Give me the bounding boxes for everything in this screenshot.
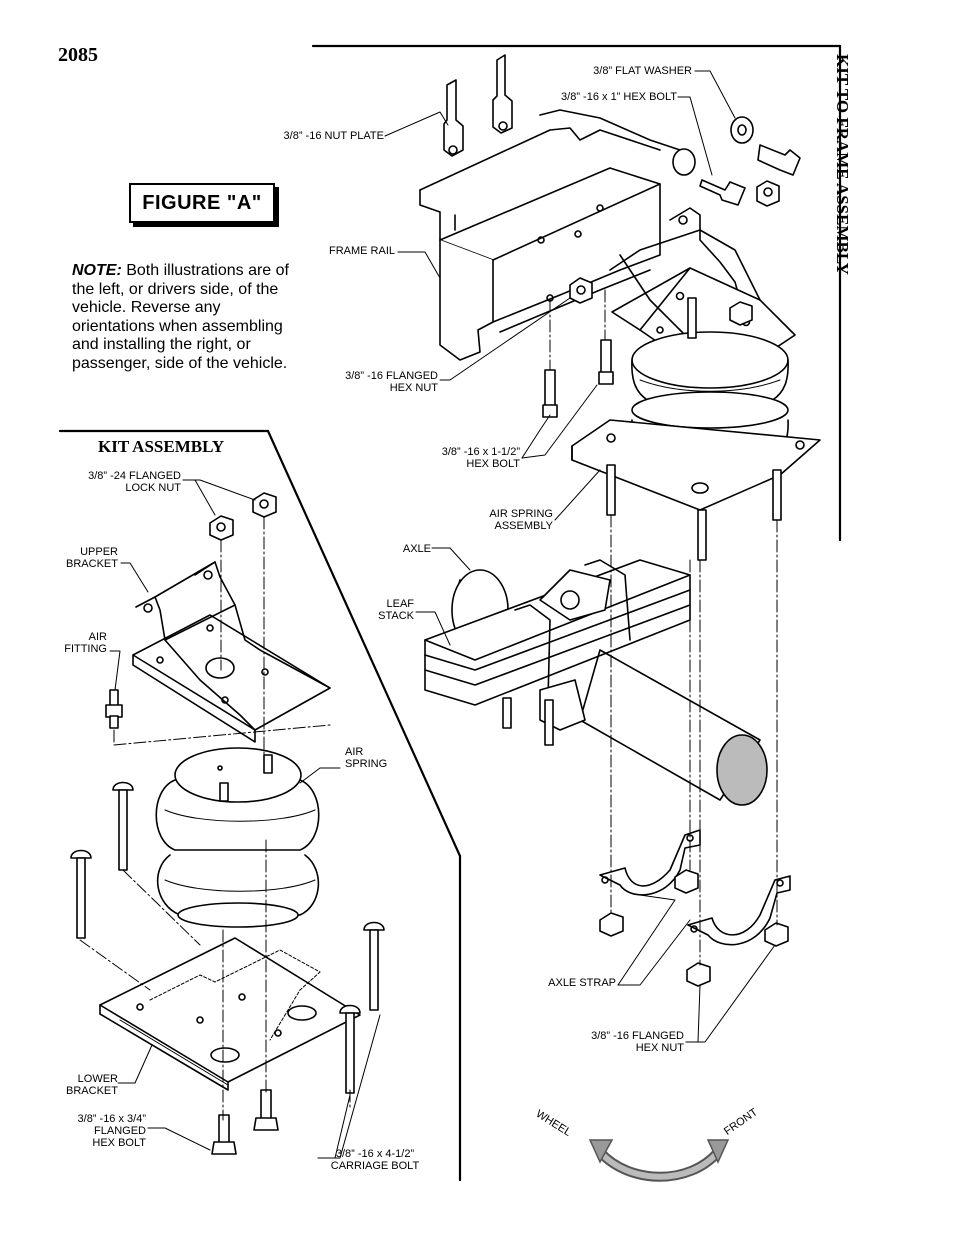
label-flanged-hex-bolt: 3/8” -16 x 3/4” FLANGED HEX BOLT [77, 1113, 146, 1149]
kit-nuts-drawing [209, 492, 277, 541]
label-air-fitting: AIR FITTING [64, 631, 107, 655]
kit-centerlines [79, 516, 351, 1121]
label-flanged-hex-nut-bottom: 3/8” -16 FLANGED HEX NUT [591, 1030, 684, 1054]
kit-assembly-border [58, 429, 462, 1182]
nut-plate-drawing [443, 54, 513, 157]
label-upper-bracket: UPPER BRACKET [66, 546, 118, 570]
kit-hex-bolts-drawing [211, 1089, 279, 1155]
label-carriage-bolt: 3/8” -16 x 4-1/2” CARRIAGE BOLT [330, 1148, 420, 1172]
label-lock-nut: 3/8” -24 FLANGED LOCK NUT [88, 470, 181, 494]
figure-label: FIGURE "A" [129, 183, 275, 223]
kit-to-frame-title-wrap: KIT TO FRAME ASSEMBLY [830, 54, 854, 304]
label-axle-strap: AXLE STRAP [548, 977, 616, 989]
kit-air-fitting-drawing [105, 689, 123, 729]
figure-label-text: FIGURE "A" [142, 191, 262, 214]
kit-carriage-bolts-drawing [70, 781, 385, 1094]
label-air-spring-assembly: AIR SPRING ASSEMBLY [489, 508, 553, 532]
label-air-spring: AIR SPRING [345, 746, 388, 770]
leader-lines [109, 70, 776, 1159]
label-leaf-stack: LEAF STACK [378, 598, 414, 622]
direction-arrow-icon [588, 1139, 730, 1182]
page-number: 2085 [58, 44, 98, 66]
kit-to-frame-border [311, 44, 842, 542]
label-flanged-hex-nut-top: 3/8” -16 FLANGED HEX NUT [345, 370, 438, 394]
note-body: Both illustrations are of the left, or d… [72, 262, 289, 372]
kit-upper-bracket-drawing [132, 561, 331, 743]
label-lower-bracket: LOWER BRACKET [66, 1073, 118, 1097]
kit-air-spring-drawing [155, 747, 320, 928]
axle-strap-drawing [599, 829, 791, 987]
frame-rail-drawing [419, 109, 686, 361]
kit-assembly-title: KIT ASSEMBLY [98, 437, 225, 456]
note-prefix: NOTE: [72, 262, 122, 279]
label-flat-washer: 3/8” FLAT WASHER [593, 65, 692, 77]
label-nut-plate: 3/8” -16 NUT PLATE [283, 130, 384, 142]
frame-centerlines [549, 289, 778, 966]
axle-drawing [424, 559, 768, 806]
label-frame-rail: FRAME RAIL [328, 245, 395, 257]
kit-lower-bracket-drawing [99, 937, 361, 1091]
kit-to-frame-title: KIT TO FRAME ASSEMBLY [833, 54, 852, 275]
label-axle: AXLE [402, 543, 431, 555]
label-hex-bolt-1: 3/8” -16 x 1” HEX BOLT [561, 91, 677, 103]
label-hex-bolt-1-5: 3/8” -16 x 1-1/2” HEX BOLT [441, 446, 520, 470]
note-text: NOTE: Both illustrations are of the left… [72, 262, 300, 373]
